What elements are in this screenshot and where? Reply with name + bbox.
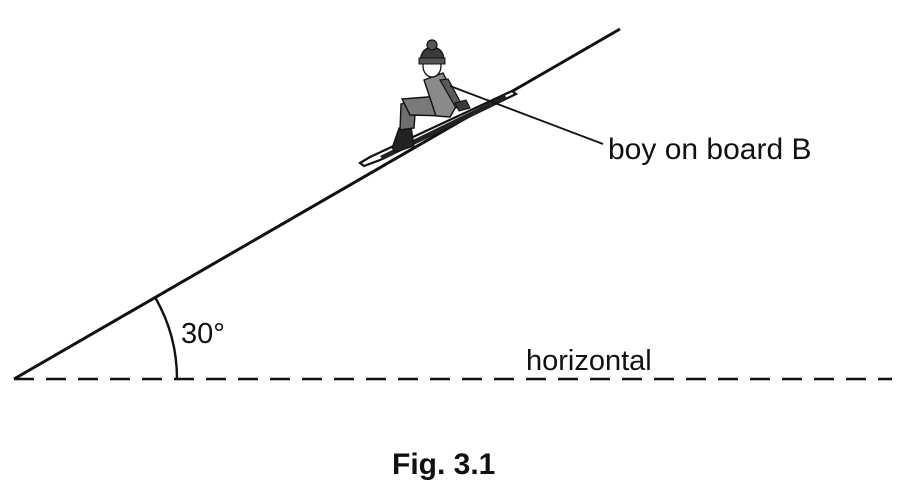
incline-line [13, 27, 621, 381]
boy-leader-line [449, 85, 604, 145]
boy-label: boy on board B [608, 133, 811, 166]
angle-label: 30° [181, 318, 225, 350]
boy-figure [391, 39, 471, 153]
horizontal-label: horizontal [526, 345, 652, 377]
figure-caption: Fig. 3.1 [392, 448, 495, 481]
angle-arc [154, 296, 179, 380]
